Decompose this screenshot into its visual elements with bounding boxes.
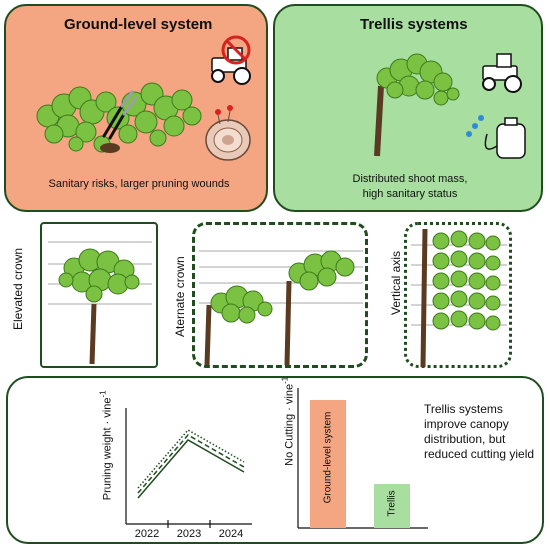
sprayer-icon [466, 115, 526, 159]
year-label-2023: 2023 [176, 528, 202, 540]
trellis-title: Trellis systems [360, 16, 468, 33]
vine-foliage-icon [58, 248, 140, 303]
vertical-axis-label: Vertical axis [389, 250, 403, 316]
cutting-count-ylabel-sup: -1 [280, 376, 290, 384]
wood-trunk-icon [205, 105, 251, 161]
bar-trellis [374, 484, 410, 528]
bar-ground-level [310, 400, 346, 528]
results-panel: Pruning weight · vine-1 2022 2023 2024 N… [6, 376, 544, 544]
ground-level-caption: Sanitary risks, larger pruning wounds [48, 178, 230, 190]
trellis-panel: Trellis systems Distributed shoot mass, … [273, 4, 543, 212]
alternate-crown-box [192, 222, 368, 368]
trend-line-elevated-crown [137, 439, 245, 499]
bottom-note: Trellis systems improve canopy distribut… [424, 402, 535, 461]
trend-line-vertical-axis [137, 429, 245, 489]
bar-label-ground-level: Ground-level system [322, 411, 334, 504]
year-label-2024: 2024 [218, 528, 244, 540]
trellis-caption: Distributed shoot mass, high sanitary st… [310, 172, 510, 202]
vine-foliage-icon [36, 82, 202, 153]
ground-level-title: Ground-level system [64, 16, 213, 33]
vine-foliage-icon [376, 53, 460, 106]
elevated-crown-illustration [48, 241, 152, 365]
cutting-count-ylabel-text: No Cutting · vine [283, 383, 296, 466]
elevated-crown-label: Elevated crown [11, 247, 25, 330]
alternate-crown-illustration [199, 250, 363, 366]
trend-line-alternate-crown [137, 434, 245, 494]
cutting-count-ylabel: No Cutting · vine-1 [281, 371, 296, 471]
no-tractor-icon [211, 35, 251, 85]
ground-level-illustration [36, 35, 251, 161]
trellis-illustration [374, 53, 526, 159]
alternate-crown-label: Aternate crown [173, 256, 187, 337]
vertical-axis-illustration [411, 228, 507, 368]
tractor-icon [482, 53, 522, 93]
ground-level-panel: Ground-level system [4, 4, 268, 212]
trellis-caption-line2: high sanitary status [362, 188, 458, 200]
pruning-shears-icon [102, 90, 138, 140]
vine-foliage-icon [210, 250, 355, 324]
elevated-crown-box [40, 222, 158, 368]
vertical-axis-box [404, 222, 512, 368]
vine-trunk [374, 85, 384, 157]
trellis-caption-line1: Distributed shoot mass, [352, 173, 468, 185]
year-label-2022: 2022 [134, 528, 160, 540]
bar-label-trellis: Trellis [386, 490, 398, 517]
vine-stump [100, 143, 120, 153]
charts-canvas [125, 388, 428, 529]
vine-foliage-icon [432, 230, 501, 331]
